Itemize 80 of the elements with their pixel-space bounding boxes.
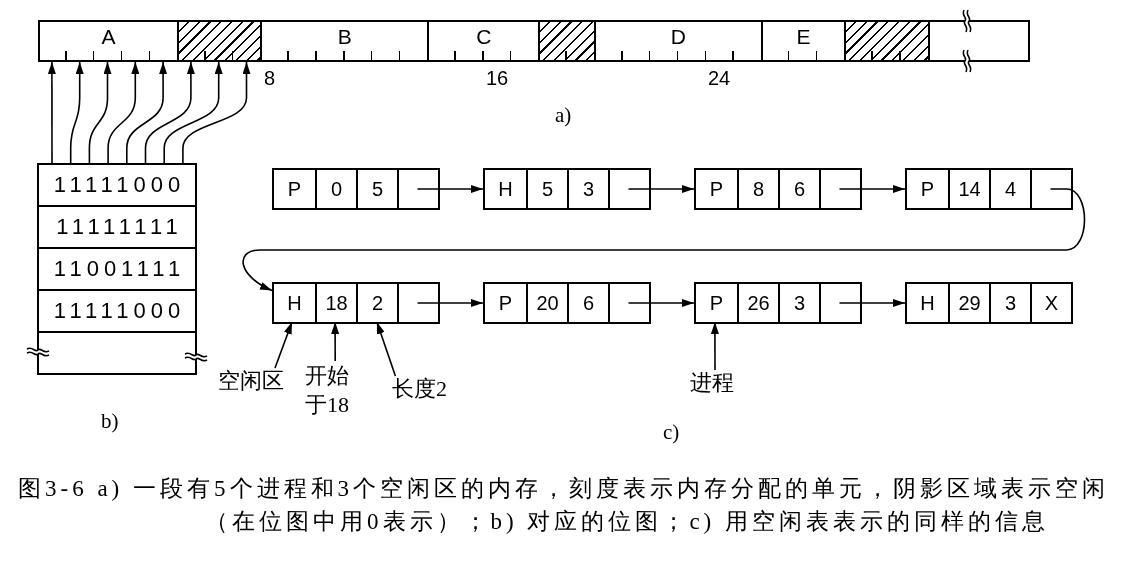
arrow: [107, 61, 140, 164]
entry-cell: H: [485, 170, 526, 208]
leader-arrow: [274, 321, 293, 369]
bitmap-row: 11111000: [37, 289, 197, 333]
panel-label: a): [555, 103, 572, 127]
entry-cell: 6: [778, 170, 819, 208]
hatched-block: [177, 20, 263, 62]
entry-cell: 18: [315, 284, 356, 322]
entry-cell: 26: [737, 284, 778, 322]
entry-cell: 5: [526, 170, 567, 208]
hatched-block: [844, 20, 930, 62]
entry-cell: 8: [737, 170, 778, 208]
annotation: 开始于18: [305, 361, 363, 419]
arrow: [838, 299, 906, 307]
bitmap-row: 11001111: [37, 247, 197, 291]
process-label: D: [670, 26, 686, 48]
leader-arrow: [376, 321, 397, 377]
panel-label: c): [663, 420, 680, 444]
memory-segment: [427, 20, 541, 62]
arrow: [416, 185, 484, 193]
arrow: [47, 61, 56, 164]
entry-cell: 2: [356, 284, 397, 322]
entry-cell: X: [1030, 284, 1071, 322]
entry-cell: 0: [315, 170, 356, 208]
entry-cell: 4: [989, 170, 1030, 208]
process-label: A: [101, 26, 116, 48]
scale-number: 8: [264, 66, 276, 90]
caption: 图3-6 a) 一段有5个进程和3个空闲区的内存，刻度表示内存分配的单元，阴影区域表示空闲（在位图中用0表示）；b) 对应的位图；c) 用空闲表表示的同样的信息: [18, 475, 1111, 536]
entry-cell: H: [907, 284, 948, 322]
memory-segment: [38, 20, 179, 62]
arrow: [144, 61, 195, 164]
arrow: [163, 61, 223, 164]
entry-cell: P: [485, 284, 526, 322]
annotation: 进程: [690, 370, 740, 396]
arrow: [838, 185, 906, 193]
hatched-block: [538, 20, 596, 62]
entry-cell: P: [907, 170, 948, 208]
entry-cell: P: [274, 170, 315, 208]
arrow: [126, 61, 168, 164]
process-label: B: [337, 26, 352, 48]
list-entry: [272, 168, 440, 210]
arrow: [627, 185, 695, 193]
list-entry: [483, 168, 651, 210]
entry-cell: 29: [948, 284, 989, 322]
list-entry: [905, 282, 1073, 324]
entry-cell: H: [274, 284, 315, 322]
entry-cell: 5: [356, 170, 397, 208]
memory-segment: [594, 20, 763, 62]
arrow: [182, 61, 251, 164]
entry-cell: P: [696, 170, 737, 208]
arrow: [88, 61, 112, 164]
entry-cell: 3: [778, 284, 819, 322]
scale-number: 24: [708, 66, 731, 90]
leader-arrow: [710, 321, 719, 371]
entry-cell: 20: [526, 284, 567, 322]
annotation: 长度2: [392, 376, 460, 402]
bitmap-row: 11111111: [37, 205, 197, 249]
bitmap-row: 11111000: [37, 163, 197, 207]
scale-number: 16: [486, 66, 509, 90]
entry-cell: 14: [948, 170, 989, 208]
leader-arrow: [331, 321, 340, 362]
entry-cell: P: [696, 284, 737, 322]
memory-segment: [760, 20, 847, 62]
arrow: [627, 299, 695, 307]
arrow: [69, 61, 84, 164]
list-entry: [272, 282, 440, 324]
memory-segment: [260, 20, 430, 62]
process-label: E: [796, 26, 811, 48]
list-entry: [483, 282, 651, 324]
arrow: [242, 188, 1086, 292]
entry-cell: 3: [567, 170, 608, 208]
arrow: [416, 299, 484, 307]
list-entry: [694, 282, 862, 324]
list-entry: [694, 168, 862, 210]
entry-cell: 6: [567, 284, 608, 322]
list-entry: [905, 168, 1073, 210]
panel-label: b): [101, 409, 119, 433]
annotation: 空闲区: [218, 368, 292, 394]
entry-cell: 3: [989, 284, 1030, 322]
process-label: C: [476, 26, 492, 48]
